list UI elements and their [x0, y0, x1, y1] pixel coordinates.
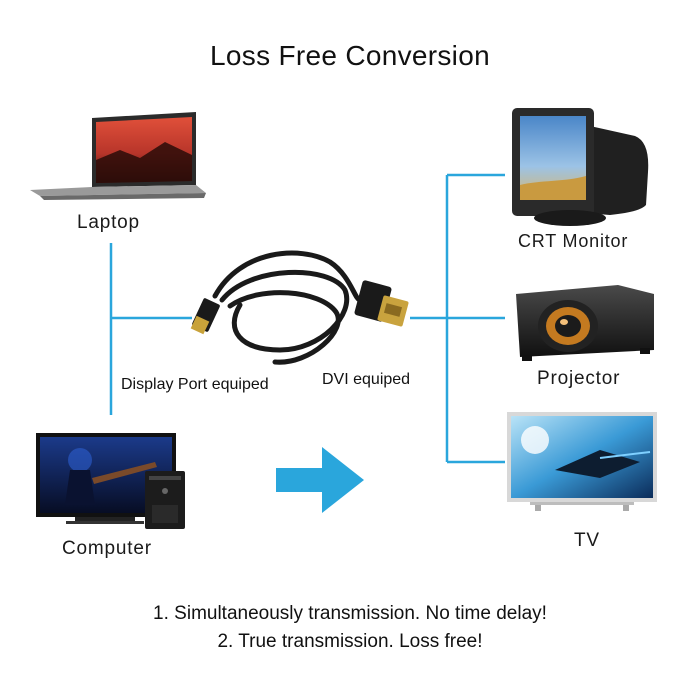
dvi-label: DVI equiped: [322, 371, 411, 388]
projector-label: Projector: [537, 368, 621, 389]
crt-monitor-label: CRT Monitor: [518, 231, 629, 251]
tv-label: TV: [574, 530, 600, 551]
feature-notes: 1. Simultaneously transmission. No time …: [0, 600, 700, 656]
laptop-icon: [30, 112, 206, 200]
displayport-label: Display Port equiped: [121, 376, 269, 393]
computer-icon: [36, 433, 185, 529]
displayport-to-dvi-cable-icon: [190, 250, 409, 365]
projector-icon: [516, 285, 654, 361]
diagram-title: Loss Free Conversion: [210, 40, 490, 71]
connector-lines: [109, 173, 505, 464]
laptop-label: Laptop: [77, 212, 140, 233]
note-2: 2. True transmission. Loss free!: [217, 631, 483, 652]
crt-monitor-icon: [512, 108, 649, 226]
tv-icon: [507, 412, 657, 511]
computer-label: Computer: [62, 538, 152, 559]
right-arrow-icon: [276, 447, 364, 513]
note-1: 1. Simultaneously transmission. No time …: [153, 603, 547, 624]
